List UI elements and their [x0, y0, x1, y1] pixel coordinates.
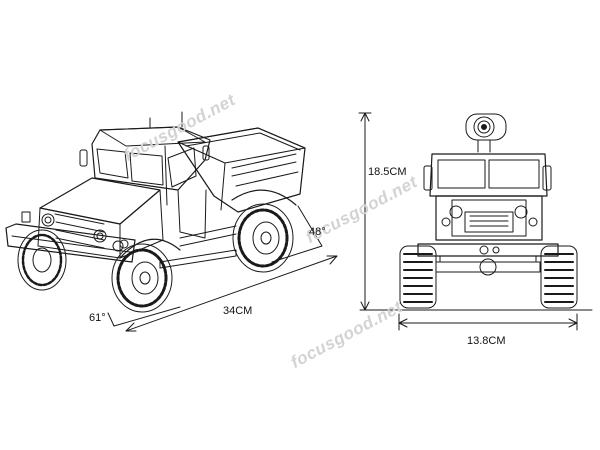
length-dimension-line [125, 255, 338, 332]
truck-front-view [358, 112, 593, 331]
front-right-wheel [111, 243, 173, 313]
running-board [159, 249, 237, 269]
front-left-wheel [17, 229, 67, 291]
cargo-bed [177, 127, 306, 213]
length-label: 34CM [223, 305, 253, 317]
width-dimension-line [398, 313, 578, 331]
front-view-right-wheel [540, 245, 578, 309]
truck-perspective-view [5, 111, 338, 332]
rear-wheel [232, 203, 294, 273]
height-dimension-line [358, 112, 372, 311]
width-label: 13.8CM [467, 335, 506, 347]
front-cab [423, 153, 552, 197]
height-label: 18.5CM [368, 166, 407, 178]
front-grille [435, 195, 543, 241]
front-axle [435, 255, 541, 276]
cab [79, 111, 211, 239]
front-view-bumper [417, 243, 559, 257]
front-view-left-wheel [399, 245, 437, 309]
front-bumper [5, 211, 136, 263]
departure-angle-lines [271, 205, 323, 263]
front-fender [119, 238, 181, 259]
rear-fender [231, 189, 297, 206]
departure-angle-label: 48° [309, 226, 326, 238]
approach-angle-label: 61° [89, 312, 106, 324]
camera-mast [465, 113, 507, 153]
approach-angle-lines [107, 306, 181, 327]
